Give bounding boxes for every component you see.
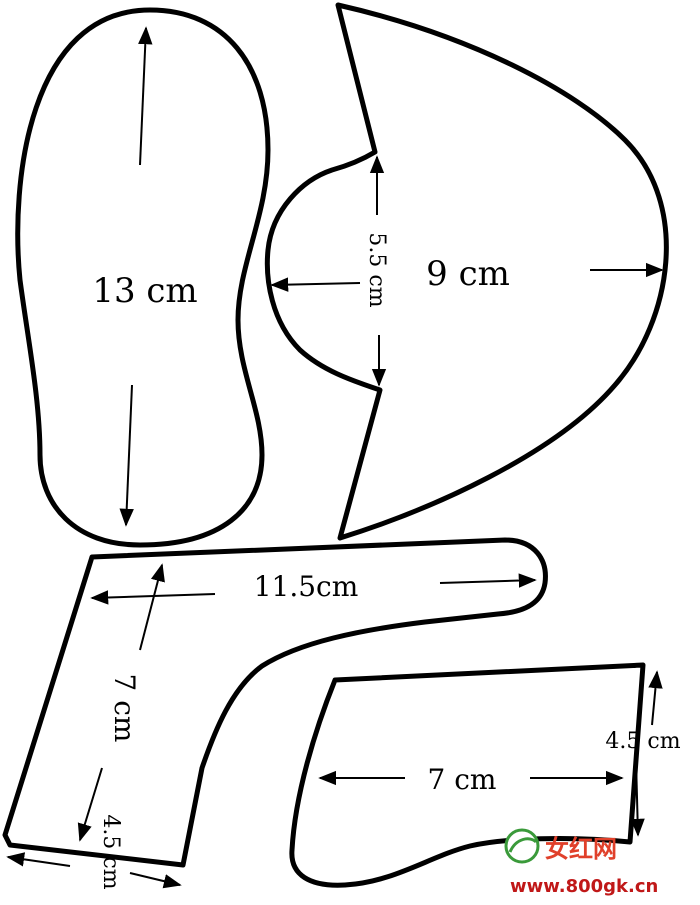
toe-width-label: 9 cm xyxy=(426,254,510,294)
strap-length-arrow-right xyxy=(439,573,537,588)
strap-end-arrow-right xyxy=(129,872,182,889)
side-piece: 7 cm 4.5 cm xyxy=(289,662,681,888)
heel-strap-outline xyxy=(2,537,548,868)
side-height-arrow-up xyxy=(648,670,663,726)
watermark-url: www.800gk.cn xyxy=(510,876,658,897)
sole-arrow-up xyxy=(138,26,153,166)
heel-strap-piece: 11.5cm 7 cm 4.5 cm xyxy=(2,537,548,890)
strap-end-arrow-left xyxy=(6,852,71,867)
strap-height-label: 7 cm xyxy=(108,674,141,743)
site-logo-icon xyxy=(504,828,540,864)
toe-upper-outline xyxy=(264,2,669,541)
strap-length-label: 11.5cm xyxy=(254,570,359,603)
toe-width-arrow-left xyxy=(270,277,361,292)
strap-end-label: 4.5 cm xyxy=(98,814,123,889)
sole-piece: 13 cm xyxy=(15,7,271,548)
side-height-arrow-down xyxy=(630,759,645,837)
toe-upper-piece: 5.5 cm 9 cm xyxy=(264,2,669,541)
toe-height-label: 5.5 cm xyxy=(364,232,389,307)
strap-height-arrow-up xyxy=(139,563,165,651)
sole-arrow-down xyxy=(119,384,134,527)
watermark-site-name: 女红网 xyxy=(545,835,617,863)
strap-height-arrow-down xyxy=(77,767,103,842)
watermark: 女红网 www.800gk.cn xyxy=(504,828,658,897)
sole-length-label: 13 cm xyxy=(92,271,197,311)
side-height-label: 4.5 cm xyxy=(605,729,680,754)
sole-outline xyxy=(15,7,271,548)
side-width-label: 7 cm xyxy=(428,763,497,796)
